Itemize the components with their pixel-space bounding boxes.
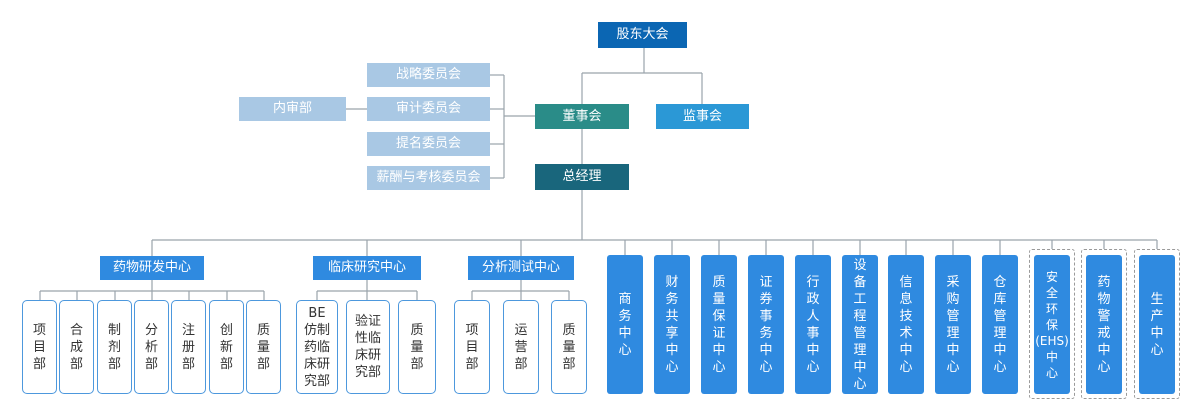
- center-business: 商 务 中 心: [607, 255, 643, 394]
- center-ehs: 安 全 环 保 (EHS) 中 心: [1034, 255, 1070, 394]
- ehs-center-dashed-frame: [1029, 249, 1075, 399]
- drug-rd-dept-analysis: 分 析 部: [134, 300, 169, 394]
- internal-audit-box: 内审部: [239, 97, 346, 121]
- center-finance-shared: 财 务 共 享 中 心: [654, 255, 690, 394]
- center-securities-affairs: 证 券 事 务 中 心: [748, 255, 784, 394]
- clinical-dept-confirmatory: 验证 性临 床研 究部: [346, 300, 390, 394]
- analysis-dept-quality: 质 量 部: [551, 300, 587, 394]
- center-warehouse: 仓 库 管 理 中 心: [982, 255, 1018, 394]
- center-pharmacovigilance: 药 物 警 戒 中 心: [1086, 255, 1122, 394]
- clinical-dept-be-generic: BE 仿制 药临 床研 究部: [296, 300, 338, 394]
- center-production: 生 产 中 心: [1139, 255, 1175, 394]
- clinical-dept-quality: 质 量 部: [398, 300, 436, 394]
- clinical-research-center-header: 临床研究中心: [313, 256, 421, 280]
- committee-compensation: 薪酬与考核委员会: [367, 166, 490, 190]
- pharmacovigilance-dashed-frame: [1081, 249, 1127, 399]
- committee-audit: 审计委员会: [367, 97, 490, 121]
- committee-strategy: 战略委员会: [367, 63, 490, 87]
- drug-rd-dept-formulation: 制 剂 部: [97, 300, 132, 394]
- center-equipment-engineering: 设 备 工 程 管 理 中 心: [842, 255, 878, 394]
- drug-rd-dept-registration: 注 册 部: [171, 300, 206, 394]
- shareholders-meeting-box: 股东大会: [598, 22, 687, 48]
- general-manager-box: 总经理: [535, 164, 629, 190]
- production-dashed-frame: [1134, 249, 1180, 399]
- drug-rd-dept-synthesis: 合 成 部: [59, 300, 94, 394]
- drug-rd-dept-project: 项 目 部: [22, 300, 57, 394]
- drug-rd-dept-innovation: 创 新 部: [209, 300, 244, 394]
- analysis-testing-center-header: 分析测试中心: [468, 256, 574, 280]
- analysis-dept-project: 项 目 部: [454, 300, 490, 394]
- center-procurement: 采 购 管 理 中 心: [935, 255, 971, 394]
- committee-nomination: 提名委员会: [367, 132, 490, 156]
- drug-rd-center-header: 药物研发中心: [100, 256, 204, 280]
- center-admin-hr: 行 政 人 事 中 心: [795, 255, 831, 394]
- analysis-dept-operations: 运 营 部: [503, 300, 539, 394]
- center-it: 信 息 技 术 中 心: [888, 255, 924, 394]
- drug-rd-dept-quality: 质 量 部: [246, 300, 281, 394]
- board-box: 董事会: [535, 104, 629, 129]
- center-quality-assurance: 质 量 保 证 中 心: [701, 255, 737, 394]
- supervisory-board-box: 监事会: [656, 104, 749, 129]
